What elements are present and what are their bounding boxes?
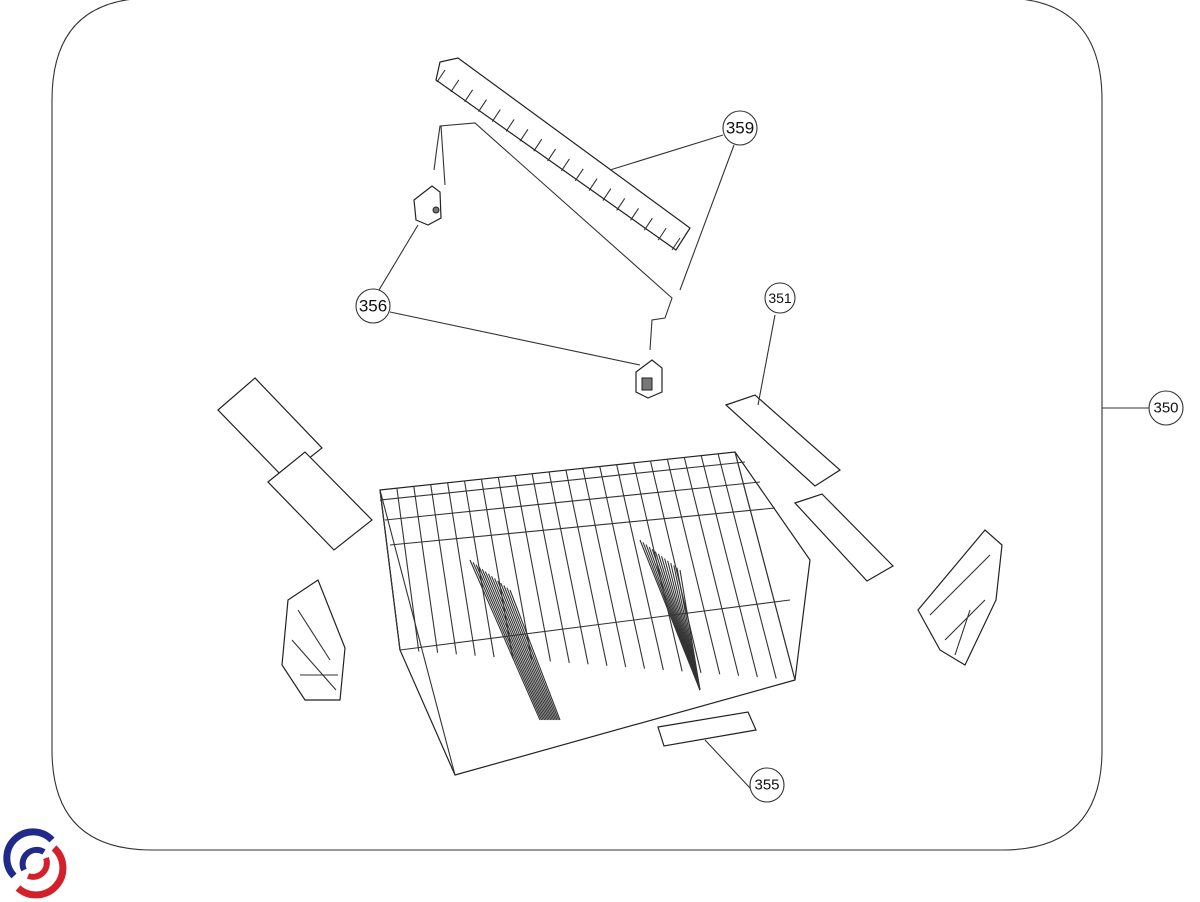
wire-detail [531, 473, 570, 663]
wire-detail [413, 486, 439, 653]
wire-detail [514, 475, 552, 662]
wire-detail [565, 469, 608, 666]
wire-detail [649, 460, 702, 673]
tine-rack-left-lower [267, 451, 373, 551]
wire-detail [478, 99, 487, 112]
wire-detail [500, 582, 556, 721]
brand-logo [3, 828, 67, 899]
svg-text:355: 355 [754, 777, 779, 794]
wire-detail [494, 578, 553, 721]
wire-detail [487, 573, 550, 721]
wire-detail [450, 79, 460, 93]
wire-detail [616, 464, 664, 671]
svg-text:351: 351 [768, 290, 792, 306]
wire-detail [478, 566, 546, 721]
wire-detail [505, 119, 515, 132]
wire-detail [643, 217, 653, 231]
callout-359: 359 [722, 110, 758, 146]
wire-detail [560, 158, 570, 172]
basket-handle-part [657, 711, 757, 747]
wire-detail [602, 188, 612, 201]
wire-detail [430, 484, 457, 655]
rack-adjuster-left [281, 579, 346, 701]
callout-356: 356 [355, 288, 391, 324]
wire-detail [666, 459, 721, 675]
wire-detail [548, 471, 589, 665]
wire-detail [396, 488, 420, 652]
wire-detail [616, 198, 626, 211]
wire-detail [491, 109, 501, 122]
wire-detail [599, 466, 646, 669]
wire-detail [503, 585, 558, 721]
wire-detail [436, 69, 446, 83]
shelf-clip-bottom [635, 359, 663, 399]
wire-detail [497, 580, 555, 721]
wire-detail [679, 569, 701, 691]
wire-detail [379, 489, 401, 651]
wire-detail [700, 455, 758, 678]
wire-detail [588, 178, 598, 192]
wire-detail [574, 168, 584, 182]
wire-detail [481, 569, 547, 721]
callout-350: 350 [1148, 390, 1184, 426]
cup-shelf-part [435, 57, 691, 251]
assembly-frame [51, 0, 1103, 851]
tine-rack-left-upper [217, 377, 323, 479]
wire-detail [717, 453, 777, 679]
wire-detail [533, 138, 543, 152]
wire-detail [657, 227, 667, 241]
tine-rack-right-lower [793, 493, 894, 582]
wire-detail [472, 562, 543, 721]
wire-detail [509, 589, 561, 721]
wire-detail [671, 237, 681, 251]
wire-detail [463, 480, 495, 658]
tine-rack-right-upper [724, 394, 841, 487]
wire-detail [475, 564, 544, 721]
wire-detail [506, 587, 559, 721]
wire-rail-part [436, 122, 673, 351]
wire-detail [497, 477, 533, 661]
wire-detail [469, 559, 541, 721]
upper-basket-part [379, 451, 811, 776]
wire-detail [734, 451, 796, 681]
wire-detail [630, 208, 639, 221]
wire-detail [547, 148, 557, 162]
wire-detail [582, 468, 627, 668]
rack-adjuster-right [917, 529, 1003, 666]
wire-detail [447, 482, 476, 656]
wire-detail [491, 575, 552, 721]
wire-detail [464, 89, 474, 103]
wire-detail [683, 457, 740, 676]
svg-text:356: 356 [359, 297, 387, 316]
wire-detail [484, 571, 549, 721]
shelf-clip-top [413, 185, 442, 226]
callout-355: 355 [749, 767, 785, 803]
svg-text:350: 350 [1153, 400, 1178, 417]
wire-detail [519, 128, 529, 142]
callout-351: 351 [764, 282, 796, 314]
svg-text:359: 359 [726, 119, 754, 138]
